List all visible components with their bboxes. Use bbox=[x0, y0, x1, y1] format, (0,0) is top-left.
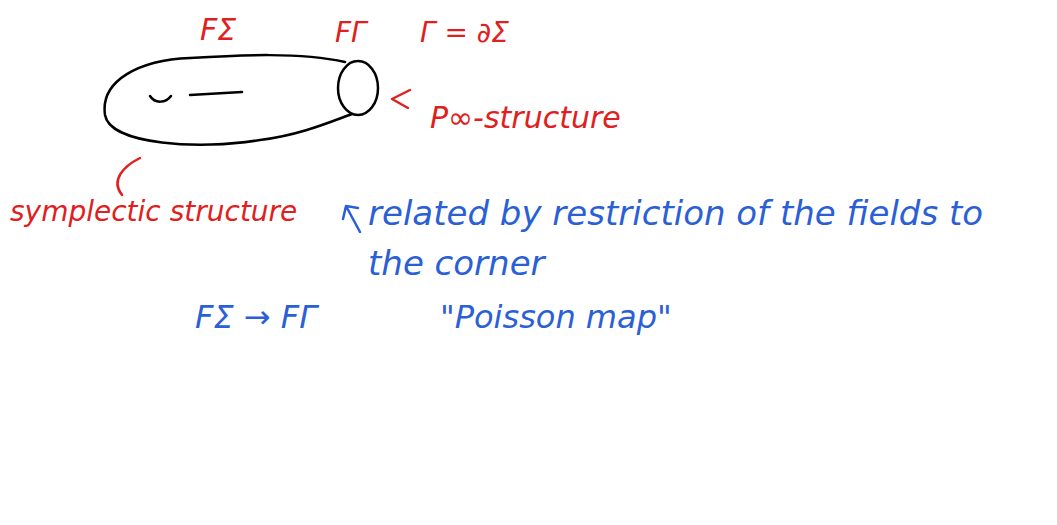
surface-outline bbox=[105, 55, 352, 145]
pointer-arrow bbox=[343, 206, 360, 232]
handle-mark bbox=[150, 96, 171, 102]
pointer-line bbox=[117, 158, 140, 195]
space-label: FΣ bbox=[200, 12, 236, 48]
annotation: symplectic structure bbox=[10, 195, 297, 229]
annotation: P∞-structure bbox=[430, 100, 621, 136]
map-formula: FΣ → FΓ bbox=[195, 298, 317, 336]
handle-mark bbox=[190, 92, 242, 95]
formula-label: Γ = ∂Σ bbox=[420, 16, 509, 50]
boundary-circle bbox=[338, 61, 378, 115]
annotation: "Poisson map" bbox=[440, 298, 672, 336]
pointer-arrow bbox=[392, 90, 410, 108]
annotation: related by restriction of the fields to … bbox=[368, 188, 1028, 288]
space-label: FΓ bbox=[335, 16, 367, 50]
